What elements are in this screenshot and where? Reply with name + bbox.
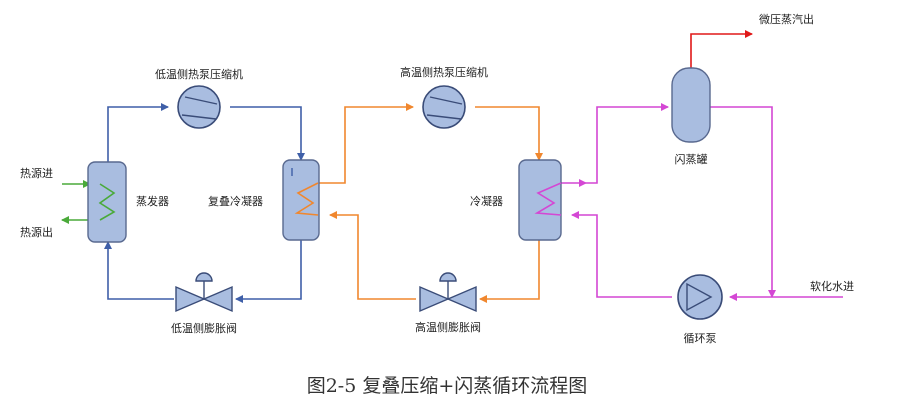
high-compressor-label: 高温侧热泵压缩机 <box>400 65 488 79</box>
cascade-condenser <box>282 159 320 241</box>
evaporator-label: 蒸发器 <box>136 194 169 208</box>
low-valve-label: 低温侧膨胀阀 <box>171 321 237 335</box>
heat-out-label: 热源出 <box>20 225 53 239</box>
circulation-pump <box>677 274 723 320</box>
cascade-condenser-label: 复叠冷凝器 <box>208 194 263 208</box>
high-temp-loop-pipes <box>318 103 543 303</box>
steam-out-pipe <box>690 30 753 68</box>
figure-caption: 图2-5 复叠压缩+闪蒸循环流程图 <box>307 375 588 397</box>
flash-tank-label: 闪蒸罐 <box>675 152 708 166</box>
soft-water-in-label: 软化水进 <box>810 279 854 293</box>
condenser-label: 冷凝器 <box>470 194 503 208</box>
flash-loop-pipes <box>561 103 843 301</box>
low-temp-expansion-valve <box>175 272 233 313</box>
high-temp-expansion-valve <box>419 272 477 313</box>
low-temp-compressor <box>177 85 221 129</box>
evaporator <box>87 161 127 243</box>
pump-label: 循环泵 <box>684 332 717 345</box>
low-compressor-label: 低温侧热泵压缩机 <box>155 67 243 81</box>
condenser <box>518 159 562 241</box>
flash-tank <box>671 67 711 143</box>
high-valve-label: 高温侧膨胀阀 <box>415 320 481 334</box>
high-temp-compressor <box>422 85 466 129</box>
heat-in-label: 热源进 <box>20 166 53 180</box>
steam-out-label: 微压蒸汽出 <box>759 12 814 26</box>
low-temp-loop-pipes <box>104 103 305 303</box>
